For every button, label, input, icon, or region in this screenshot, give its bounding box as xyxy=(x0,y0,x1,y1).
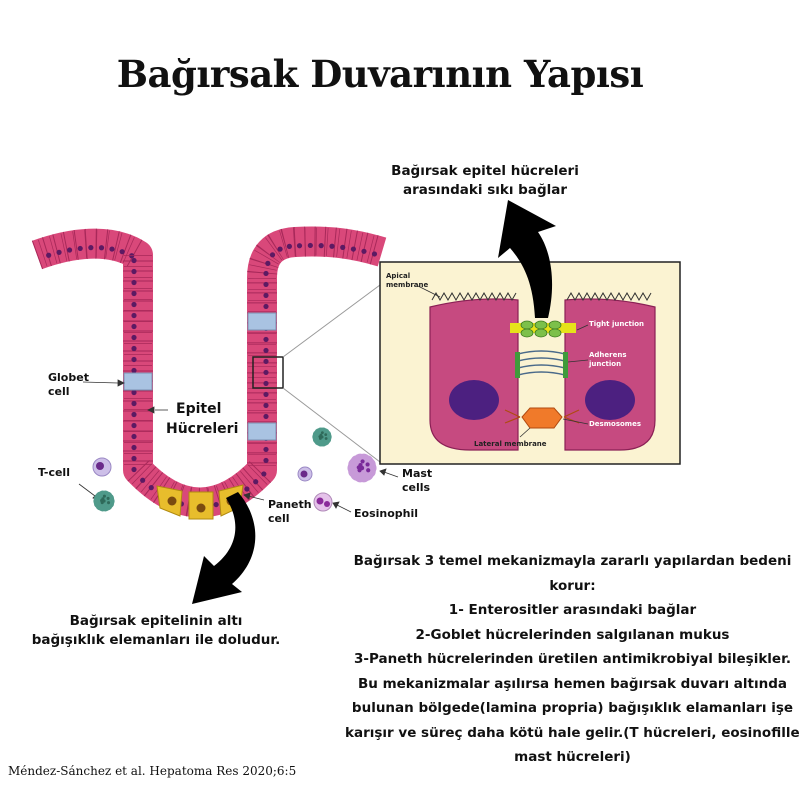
goblet-cell xyxy=(247,312,277,331)
zoom-box xyxy=(252,356,284,389)
epithelial-nuclei xyxy=(37,227,378,517)
tight-junction-label: Tight junction xyxy=(589,320,645,328)
eosinophil-label: Eosinophil xyxy=(354,507,419,520)
goblet-cell xyxy=(247,422,277,441)
summary-paragraph: Bağırsak 3 temel mekanizmayla zararlı ya… xyxy=(345,553,800,765)
tight-junction-inset xyxy=(379,261,681,465)
lateral-membrane-label: Lateral membrane xyxy=(474,440,547,448)
arrow-up-icon xyxy=(498,200,556,318)
arrow-down-icon xyxy=(192,492,256,604)
goblet-cell xyxy=(123,372,153,391)
t-cell-label: T-cell xyxy=(38,466,70,479)
connector-line xyxy=(282,387,381,463)
page-title: Bağırsak Duvarının Yapısı xyxy=(116,52,644,96)
desmosomes-label: Desmosomes xyxy=(589,420,642,428)
immune-cells xyxy=(92,427,377,512)
connector-line xyxy=(282,284,381,358)
mast-cell xyxy=(347,453,377,483)
citation: Méndez-Sánchez et al. Hepatoma Res 2020;… xyxy=(8,764,297,778)
